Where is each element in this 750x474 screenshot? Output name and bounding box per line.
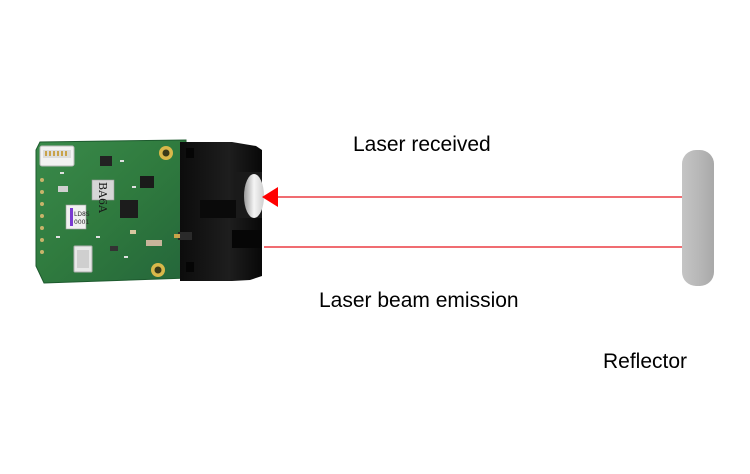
received-beam xyxy=(262,187,696,207)
laser-received-label: Laser received xyxy=(353,133,491,156)
optical-housing xyxy=(174,142,264,281)
svg-text:BA6A: BA6A xyxy=(96,182,109,214)
received-arrowhead-icon xyxy=(262,187,278,207)
svg-text:LD8S: LD8S xyxy=(74,211,90,218)
reflector-panel-icon xyxy=(682,150,714,286)
emission-beam xyxy=(264,237,698,257)
reflector-label: Reflector xyxy=(603,350,688,373)
laser-rangefinder-module-icon: BA6A LD8S 0001 xyxy=(35,139,264,284)
receiver-lens xyxy=(244,174,264,218)
svg-text:0001: 0001 xyxy=(74,219,89,226)
emitter-aperture xyxy=(232,230,262,248)
pcb-board: BA6A LD8S 0001 xyxy=(35,139,189,284)
laser-beam-emission-label: Laser beam emission xyxy=(319,289,519,312)
